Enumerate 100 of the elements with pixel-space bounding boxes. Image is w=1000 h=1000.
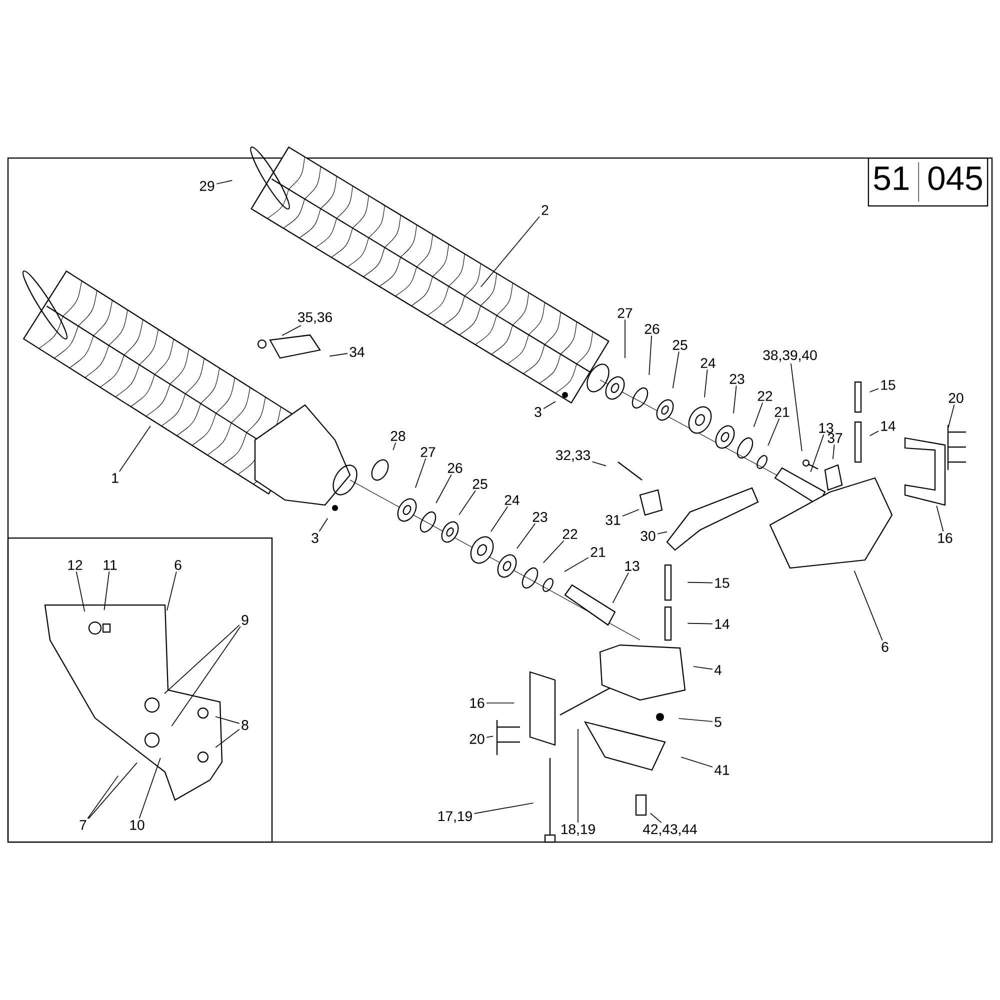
callout-number: 22 — [758, 391, 772, 401]
leader-line — [516, 523, 536, 549]
leader-line — [753, 402, 764, 428]
callout-number: 38,39,40 — [763, 350, 817, 362]
callout-number: 2 — [542, 205, 548, 215]
leader-line — [392, 442, 396, 450]
callout-number: 3 — [312, 533, 318, 543]
callout-number: 23 — [730, 374, 744, 384]
leader-line — [490, 506, 508, 532]
leader-line — [282, 325, 302, 336]
callout-number: 4 — [714, 665, 722, 675]
leader-line — [166, 571, 177, 611]
callout-number: 14 — [715, 619, 730, 629]
leader-line — [612, 572, 629, 604]
leader-line — [104, 571, 110, 611]
callout-number: 9 — [242, 615, 248, 625]
leader-line — [564, 557, 589, 572]
callout-number: 42,43,44 — [642, 824, 697, 836]
leader-line — [936, 505, 944, 532]
callout-number: 5 — [714, 717, 722, 727]
callout-number: 3 — [534, 407, 542, 417]
callout-number: 29 — [200, 181, 214, 191]
leader-line — [678, 718, 713, 722]
leader-line — [768, 418, 780, 446]
leader-line — [687, 582, 713, 584]
callout-number: 26 — [448, 463, 462, 473]
callout-number: 6 — [882, 642, 888, 652]
callout-number: 30 — [640, 531, 656, 541]
leader-line — [216, 180, 233, 184]
leader-line — [436, 474, 452, 504]
leader-line — [543, 401, 556, 410]
leader-line — [650, 812, 662, 823]
leader-line — [693, 666, 713, 670]
callout-number: 37 — [828, 433, 842, 443]
callout-number: 25 — [472, 479, 488, 489]
leader-line — [687, 622, 713, 624]
callout-number: 27 — [420, 447, 436, 457]
callout-number: 14 — [881, 421, 896, 431]
callout-number: 24 — [700, 358, 716, 368]
leader-line — [624, 319, 626, 358]
callout-number: 7 — [80, 820, 86, 830]
leader-line — [622, 509, 640, 517]
callout-number: 27 — [618, 308, 632, 318]
callout-number: 20 — [948, 393, 964, 403]
leader-line — [948, 404, 955, 428]
callout-number: 26 — [644, 324, 660, 334]
callout-number: 41 — [714, 765, 730, 775]
leader-line — [657, 531, 668, 534]
leader-line — [480, 216, 540, 288]
leader-line — [474, 802, 534, 814]
callout-number: 8 — [242, 720, 248, 730]
callout-number: 34 — [350, 347, 364, 357]
callout-number: 21 — [774, 407, 790, 417]
callout-number: 16 — [938, 533, 952, 543]
callout-number: 28 — [390, 431, 406, 441]
leader-line — [414, 458, 426, 488]
leader-line — [215, 728, 240, 748]
leader-line — [810, 434, 824, 472]
callout-number: 13 — [819, 423, 834, 433]
callout-number: 15 — [881, 380, 896, 390]
leader-line — [76, 571, 86, 612]
leader-line — [119, 426, 151, 472]
leader-line — [486, 736, 494, 738]
callout-number: 18,19 — [562, 824, 595, 836]
callout-number: 12 — [68, 560, 82, 570]
callout-number: 32,33 — [556, 450, 590, 462]
leader-line — [680, 756, 713, 768]
leader-line — [458, 490, 476, 516]
leader-line — [790, 363, 802, 452]
leader-line — [329, 353, 348, 357]
callout-number: 25 — [672, 340, 688, 350]
leader-line — [318, 518, 328, 532]
leader-line — [854, 570, 883, 641]
leader-line — [138, 758, 161, 819]
leader-line — [215, 716, 240, 724]
inset-frame — [7, 537, 273, 843]
callout-number: 20 — [470, 734, 484, 744]
leader-line — [164, 624, 240, 694]
leader-line — [704, 369, 708, 398]
leader-line — [87, 775, 119, 819]
leader-line — [832, 444, 835, 460]
leader-line — [542, 540, 564, 564]
leader-line — [869, 388, 879, 392]
callout-number: 13 — [625, 561, 640, 571]
leader-line — [592, 461, 606, 466]
callout-number: 31 — [606, 515, 620, 525]
leader-line — [869, 430, 879, 436]
callout-number: 1 — [112, 473, 118, 483]
callout-number: 21 — [590, 547, 606, 557]
callout-number: 10 — [130, 820, 144, 830]
callout-number: 35,36 — [298, 312, 332, 324]
callout-number: 17,19 — [438, 811, 472, 823]
callout-number: 16 — [470, 698, 484, 708]
leader-line — [88, 762, 138, 819]
leader-line — [733, 385, 737, 414]
callout-number: 11 — [104, 560, 117, 570]
leader-line — [648, 335, 652, 376]
leader-line — [171, 626, 241, 726]
leader-line — [672, 351, 680, 389]
callout-number: 23 — [532, 512, 548, 522]
